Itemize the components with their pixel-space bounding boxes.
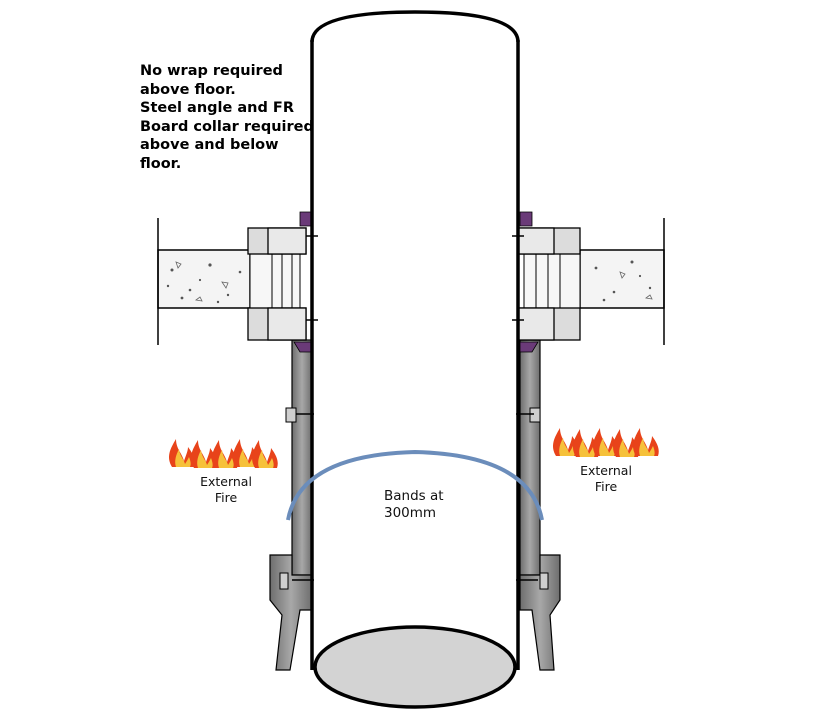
band-arc xyxy=(286,449,544,521)
wrap-right xyxy=(519,339,561,671)
external-fire-label-right: External Fire xyxy=(580,463,632,494)
slab-gap-right xyxy=(523,249,581,309)
floor-slab-left xyxy=(157,218,251,345)
fixing-pins xyxy=(292,235,538,581)
external-fire-label-left: External Fire xyxy=(200,474,252,505)
wrap-left xyxy=(269,339,313,671)
flames-right-icon xyxy=(553,428,659,457)
requirement-note: No wrap required above floor. Steel angl… xyxy=(140,63,314,172)
bands-label: Bands at 300mm xyxy=(384,488,444,521)
pipe-bottom-opening xyxy=(313,625,517,709)
main-pipe xyxy=(310,10,520,709)
floor-slab-right xyxy=(579,218,665,345)
fr-collar-right xyxy=(517,227,581,341)
flames-left-icon xyxy=(169,439,278,468)
fr-collar-left xyxy=(247,227,307,341)
steel-angle-right xyxy=(519,211,539,353)
